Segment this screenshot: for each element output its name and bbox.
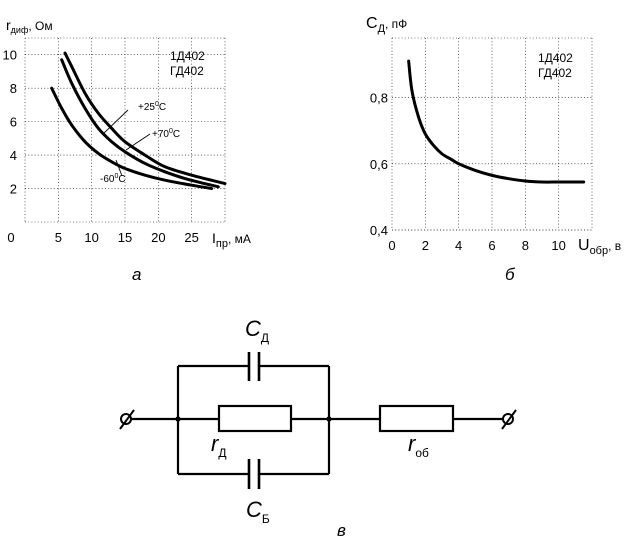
- y-tick-label: 6: [10, 115, 17, 130]
- x-tick-label: 0: [7, 230, 14, 245]
- chart-a-x-label: Iпр, мА: [212, 230, 251, 250]
- chart-a-ticks: 0 5 10 15 20 25 2 4 6 8 10: [3, 48, 199, 245]
- right-terminal-slash: [501, 409, 517, 430]
- chart-b: CД, пФ Uобр, в 1Д402 ГД402 0 2 4 6 8 10 0,4 0,6…: [366, 15, 621, 284]
- label-rob: rоб: [408, 431, 429, 460]
- chart-b-panel-label: б: [505, 265, 516, 284]
- chart-a: rдиф, Ом Iпр, мА 1Д402 ГД402 0 5 10 15 20 25 2…: [3, 17, 251, 284]
- left-terminal-slash: [119, 409, 135, 430]
- x-tick-label: 5: [55, 230, 62, 245]
- x-tick-label: 2: [422, 238, 429, 253]
- junction-right: [326, 416, 332, 422]
- series-line-1: [63, 51, 227, 186]
- label-rd: rД: [211, 431, 226, 460]
- x-tick-label: 25: [184, 230, 198, 245]
- chart-a-leader-60: [115, 159, 123, 177]
- y-tick-label: 0,6: [370, 157, 388, 172]
- x-tick-label: 8: [522, 238, 529, 253]
- equivalent-circuit: CД rД CБ rоб в: [119, 316, 517, 540]
- chart-b-x-label: Uобр, в: [578, 237, 621, 257]
- x-tick-label: 15: [118, 230, 132, 245]
- y-tick-label: 10: [3, 48, 17, 63]
- chart-a-grid: [24, 37, 226, 223]
- chart-b-device-1: 1Д402: [538, 51, 573, 65]
- chart-a-curves: [50, 51, 227, 191]
- chart-a-label-25: +250C: [138, 101, 166, 113]
- y-tick-label: 0,4: [370, 223, 388, 238]
- series-line-0: [60, 58, 220, 189]
- x-tick-label: 0: [388, 238, 395, 253]
- chart-a-leader-25: [102, 109, 129, 135]
- x-tick-label: 6: [488, 238, 495, 253]
- resistor-rd: [217, 404, 293, 433]
- chart-a-device-1: 1Д402: [170, 49, 205, 63]
- chart-a-label-70: +700C: [152, 128, 180, 140]
- chart-b-curves: [407, 59, 586, 184]
- chart-a-y-label: rдиф, Ом: [6, 17, 53, 35]
- chart-b-y-label: CД, пФ: [366, 15, 407, 35]
- chart-b-grid: [391, 37, 593, 231]
- chart-a-label-60: -600C: [100, 173, 126, 185]
- series-line-0: [407, 59, 586, 184]
- label-cd: CД: [245, 316, 269, 345]
- junction-left: [175, 416, 181, 422]
- y-tick-label: 2: [10, 182, 17, 197]
- circuit-panel-label: в: [337, 521, 346, 540]
- x-tick-label: 4: [455, 238, 462, 253]
- series-line-2: [50, 86, 214, 191]
- y-tick-label: 0,8: [370, 91, 388, 106]
- chart-a-leader-70: [125, 133, 151, 151]
- label-cb: CБ: [246, 497, 270, 526]
- y-tick-label: 4: [10, 148, 17, 163]
- x-tick-label: 20: [151, 230, 165, 245]
- chart-b-device-2: ГД402: [538, 66, 572, 80]
- x-tick-label: 10: [551, 238, 565, 253]
- y-tick-label: 8: [10, 81, 17, 96]
- chart-b-ticks: 0 2 4 6 8 10 0,4 0,6 0,8: [370, 91, 566, 253]
- chart-a-panel-label: а: [132, 265, 141, 284]
- x-tick-label: 10: [84, 230, 98, 245]
- chart-a-device-2: ГД402: [170, 64, 204, 78]
- resistor-rob: [378, 404, 455, 433]
